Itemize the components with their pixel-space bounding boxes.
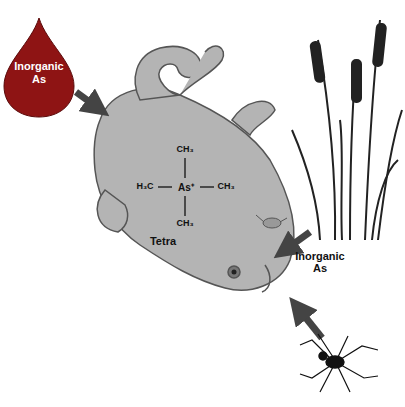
crustacean: [256, 215, 287, 228]
uptake-arrows: [76, 92, 322, 338]
frog: [94, 46, 294, 292]
drop-label: Inorganic As: [8, 60, 70, 85]
cattail-plants: [292, 20, 402, 240]
arsenic-atom: As⁺: [178, 182, 194, 193]
methyl-group: CH₃: [176, 219, 193, 229]
spider: [300, 334, 378, 392]
methyl-group: CH₃: [217, 182, 234, 192]
methyl-group: CH₃: [176, 145, 193, 155]
compound-label: Tetra: [150, 235, 176, 247]
methyl-group: H₃C: [136, 182, 153, 192]
chemical-bonds: [158, 158, 214, 216]
liquid-drop: Inorganic As: [2, 18, 76, 118]
source-label: Inorganic As: [290, 250, 350, 274]
